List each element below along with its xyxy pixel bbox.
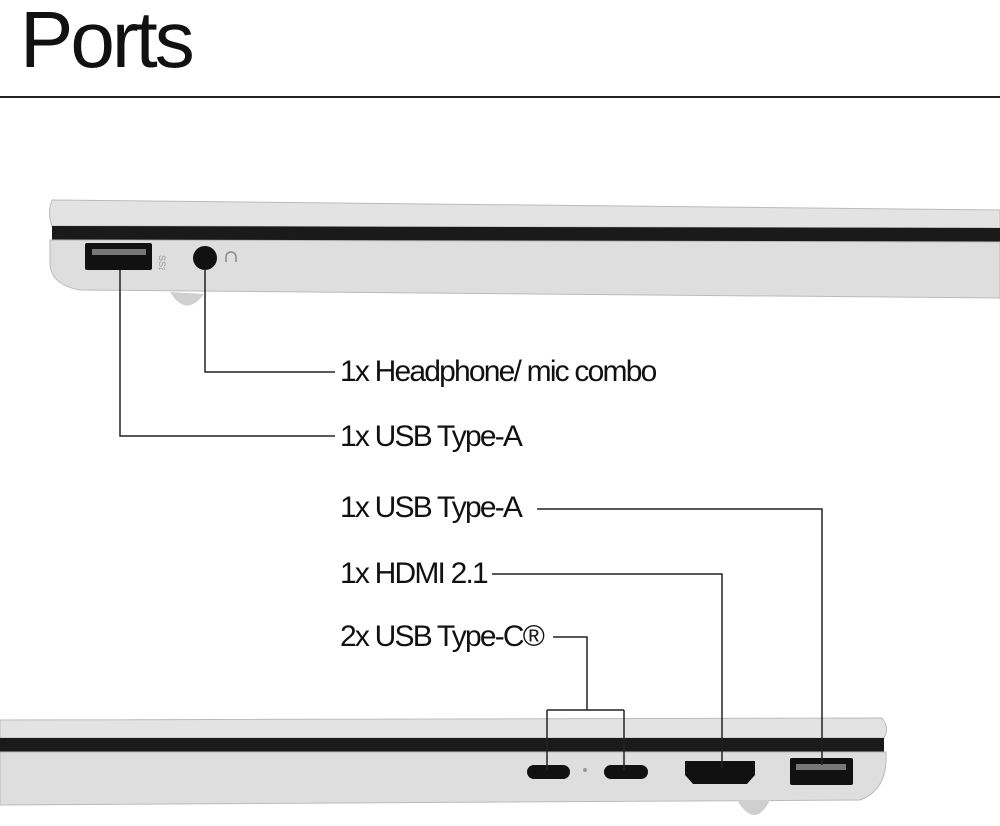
- usb-a-right-leader: [537, 508, 823, 765]
- laptop-lid: [49, 199, 1000, 229]
- page-title: Ports: [20, 0, 195, 84]
- laptop-left-side: SS⟟: [49, 199, 1000, 306]
- usb-c-port-2: [604, 765, 648, 779]
- label-usb-c: 2x USB Type-C®: [340, 620, 545, 653]
- laptop-hinge-gap: [0, 738, 884, 752]
- headphone-leader: [204, 270, 335, 373]
- headphone-icon: [225, 251, 237, 262]
- hdmi-leader: [492, 573, 723, 768]
- audio-jack: [193, 246, 217, 270]
- usb-logo-icon: SS⟟: [157, 255, 167, 270]
- laptop-foot: [170, 292, 204, 306]
- laptop-lid: [0, 717, 888, 739]
- label-usb-a-left: 1x USB Type-A: [340, 420, 523, 453]
- label-usb-a-right: 1x USB Type-A: [340, 491, 523, 524]
- laptop-base: [0, 751, 887, 806]
- laptop-base: [49, 239, 1000, 299]
- usb-c-leader: [546, 636, 625, 770]
- usb-a-port-left: [85, 243, 152, 270]
- hdmi-port: [685, 761, 755, 784]
- label-headphone: 1x Headphone/ mic combo: [340, 355, 657, 388]
- usb-c-port-1: [527, 765, 570, 779]
- leader-lines: [119, 270, 823, 770]
- laptop-foot: [737, 800, 770, 815]
- label-hdmi: 1x HDMI 2.1: [340, 557, 489, 590]
- divider: [0, 96, 1000, 98]
- laptop-hinge-gap: [52, 226, 1000, 242]
- charge-led: [583, 768, 587, 772]
- usb-a-left-leader: [119, 270, 335, 437]
- laptop-right-side: [0, 717, 888, 815]
